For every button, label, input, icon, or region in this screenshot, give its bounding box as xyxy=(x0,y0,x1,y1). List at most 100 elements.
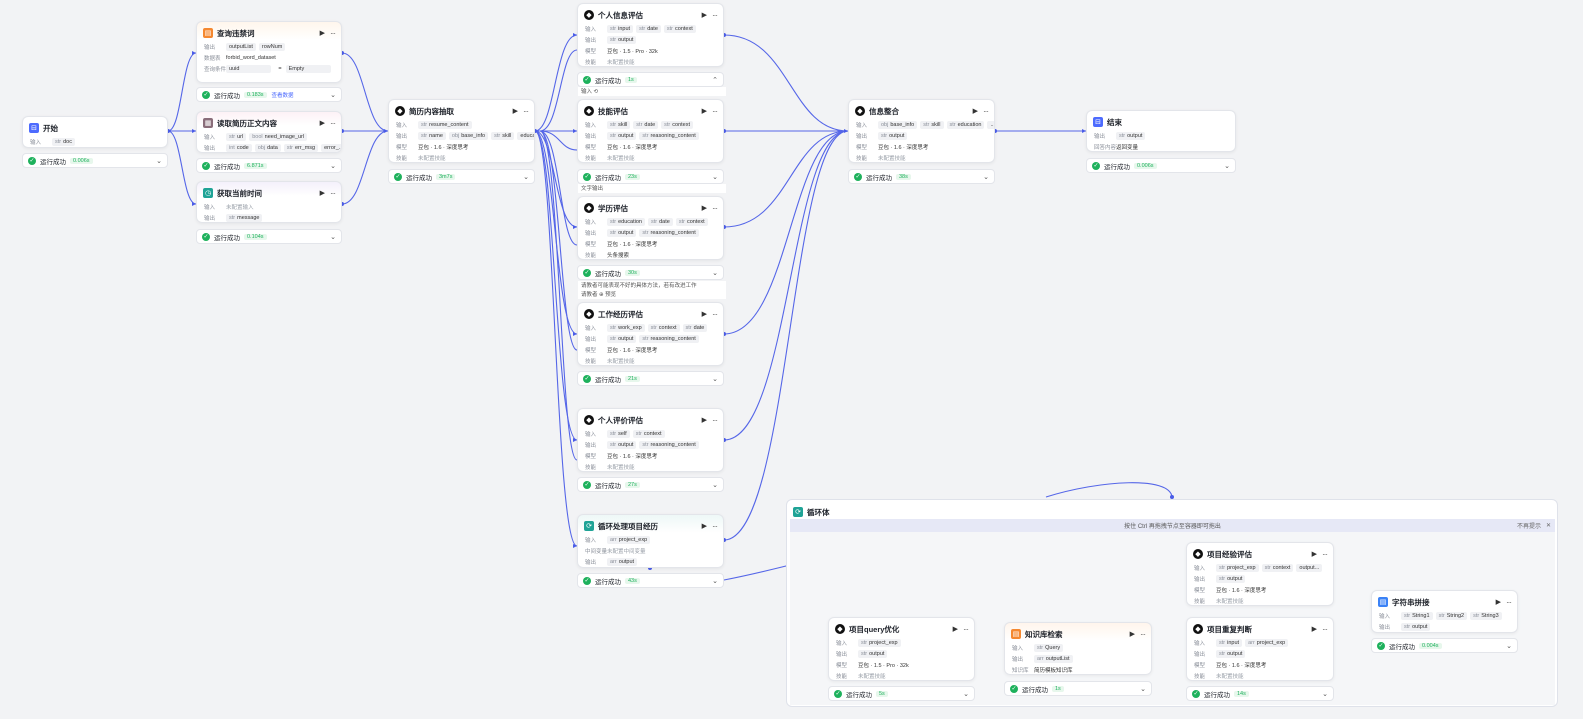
node-header[interactable]: ▤查询违禁词▶··· xyxy=(197,22,341,41)
play-icon[interactable]: ▶ xyxy=(1311,626,1317,633)
more-icon[interactable]: ··· xyxy=(1322,624,1328,634)
node-header[interactable]: ◷获取当前时间▶··· xyxy=(197,182,341,201)
play-icon[interactable]: ▶ xyxy=(512,108,518,115)
more-icon[interactable]: ··· xyxy=(712,106,718,116)
chevron-down-icon[interactable]: ⌄ xyxy=(523,173,529,181)
chevron-down-icon[interactable]: ⌄ xyxy=(330,91,336,99)
chevron-down-icon[interactable]: ⌄ xyxy=(1140,685,1146,693)
node-header[interactable]: ◆简历内容抽取▶··· xyxy=(389,100,534,119)
chevron-down-icon[interactable]: ⌄ xyxy=(983,173,989,181)
play-icon[interactable]: ▶ xyxy=(701,417,707,424)
play-icon[interactable]: ▶ xyxy=(701,311,707,318)
node-header[interactable]: ◆信息整合▶··· xyxy=(849,100,994,119)
play-icon[interactable]: ▶ xyxy=(701,12,707,19)
more-icon[interactable]: ··· xyxy=(523,106,529,116)
more-icon[interactable]: ··· xyxy=(963,624,969,634)
chevron-down-icon[interactable]: ⌄ xyxy=(1224,162,1230,170)
more-icon[interactable]: ··· xyxy=(1506,597,1512,607)
more-icon[interactable]: ··· xyxy=(983,106,989,116)
node-header[interactable]: ◆个人评价评估▶··· xyxy=(578,409,723,428)
node-header[interactable]: ◆项目重复判断▶··· xyxy=(1187,618,1333,637)
node-header[interactable]: ◆个人信息评估▶··· xyxy=(578,4,723,23)
more-icon[interactable]: ··· xyxy=(330,118,336,128)
play-icon[interactable]: ▶ xyxy=(1129,631,1135,638)
play-icon[interactable]: ▶ xyxy=(319,30,325,37)
node-header[interactable]: ▤知识库检索▶··· xyxy=(1005,623,1151,642)
chevron-down-icon[interactable]: ⌄ xyxy=(712,173,718,181)
close-icon[interactable]: ✕ xyxy=(1545,523,1551,529)
play-icon[interactable]: ▶ xyxy=(701,108,707,115)
chevron-down-icon[interactable]: ⌄ xyxy=(712,577,718,585)
node-header[interactable]: ⊟开始 xyxy=(23,117,167,136)
more-icon[interactable]: ··· xyxy=(330,188,336,198)
more-icon[interactable]: ··· xyxy=(1322,549,1328,559)
node-header[interactable]: ◆项目query优化▶··· xyxy=(829,618,974,637)
more-icon[interactable]: ··· xyxy=(712,521,718,531)
node-header[interactable]: ◆技能评估▶··· xyxy=(578,100,723,119)
play-icon[interactable]: ▶ xyxy=(1495,599,1501,606)
chevron-down-icon[interactable]: ⌄ xyxy=(712,481,718,489)
node-header[interactable]: ⟳循环处理项目经历▶··· xyxy=(578,515,723,534)
chevron-down-icon[interactable]: ⌄ xyxy=(1322,690,1328,698)
condition-field[interactable]: uuid xyxy=(226,64,272,73)
chevron-down-icon[interactable]: ⌄ xyxy=(156,157,162,165)
play-icon[interactable]: ▶ xyxy=(319,120,325,127)
node-header[interactable]: ◆学历评估▶··· xyxy=(578,197,723,216)
more-icon[interactable]: ··· xyxy=(330,28,336,38)
chevron-up-icon[interactable]: ⌃ xyxy=(712,76,718,84)
condition-value[interactable]: Empty xyxy=(285,64,331,73)
chevron-down-icon[interactable]: ⌄ xyxy=(712,269,718,277)
chevron-down-icon[interactable]: ⌄ xyxy=(330,162,336,170)
node-header[interactable]: ◆项目经验评估▶··· xyxy=(1187,543,1333,562)
node-header[interactable]: ▦读取简历正文内容▶··· xyxy=(197,112,341,131)
node-header[interactable]: ⊟结束 xyxy=(1087,111,1235,130)
chevron-down-icon[interactable]: ⌄ xyxy=(1506,642,1512,650)
more-icon[interactable]: ··· xyxy=(712,415,718,425)
more-icon[interactable]: ··· xyxy=(712,309,718,319)
play-icon[interactable]: ▶ xyxy=(319,190,325,197)
node-header[interactable]: ▤字符串拼接▶··· xyxy=(1372,591,1517,610)
play-icon[interactable]: ▶ xyxy=(701,523,707,530)
chevron-down-icon[interactable]: ⌄ xyxy=(330,233,336,241)
chevron-down-icon[interactable]: ⌄ xyxy=(963,690,969,698)
chevron-down-icon[interactable]: ⌄ xyxy=(712,375,718,383)
more-icon[interactable]: ··· xyxy=(712,10,718,20)
more-icon[interactable]: ··· xyxy=(1140,629,1146,639)
play-icon[interactable]: ▶ xyxy=(952,626,958,633)
node-header[interactable]: ◆工作经历评估▶··· xyxy=(578,303,723,322)
play-icon[interactable]: ▶ xyxy=(1311,551,1317,558)
